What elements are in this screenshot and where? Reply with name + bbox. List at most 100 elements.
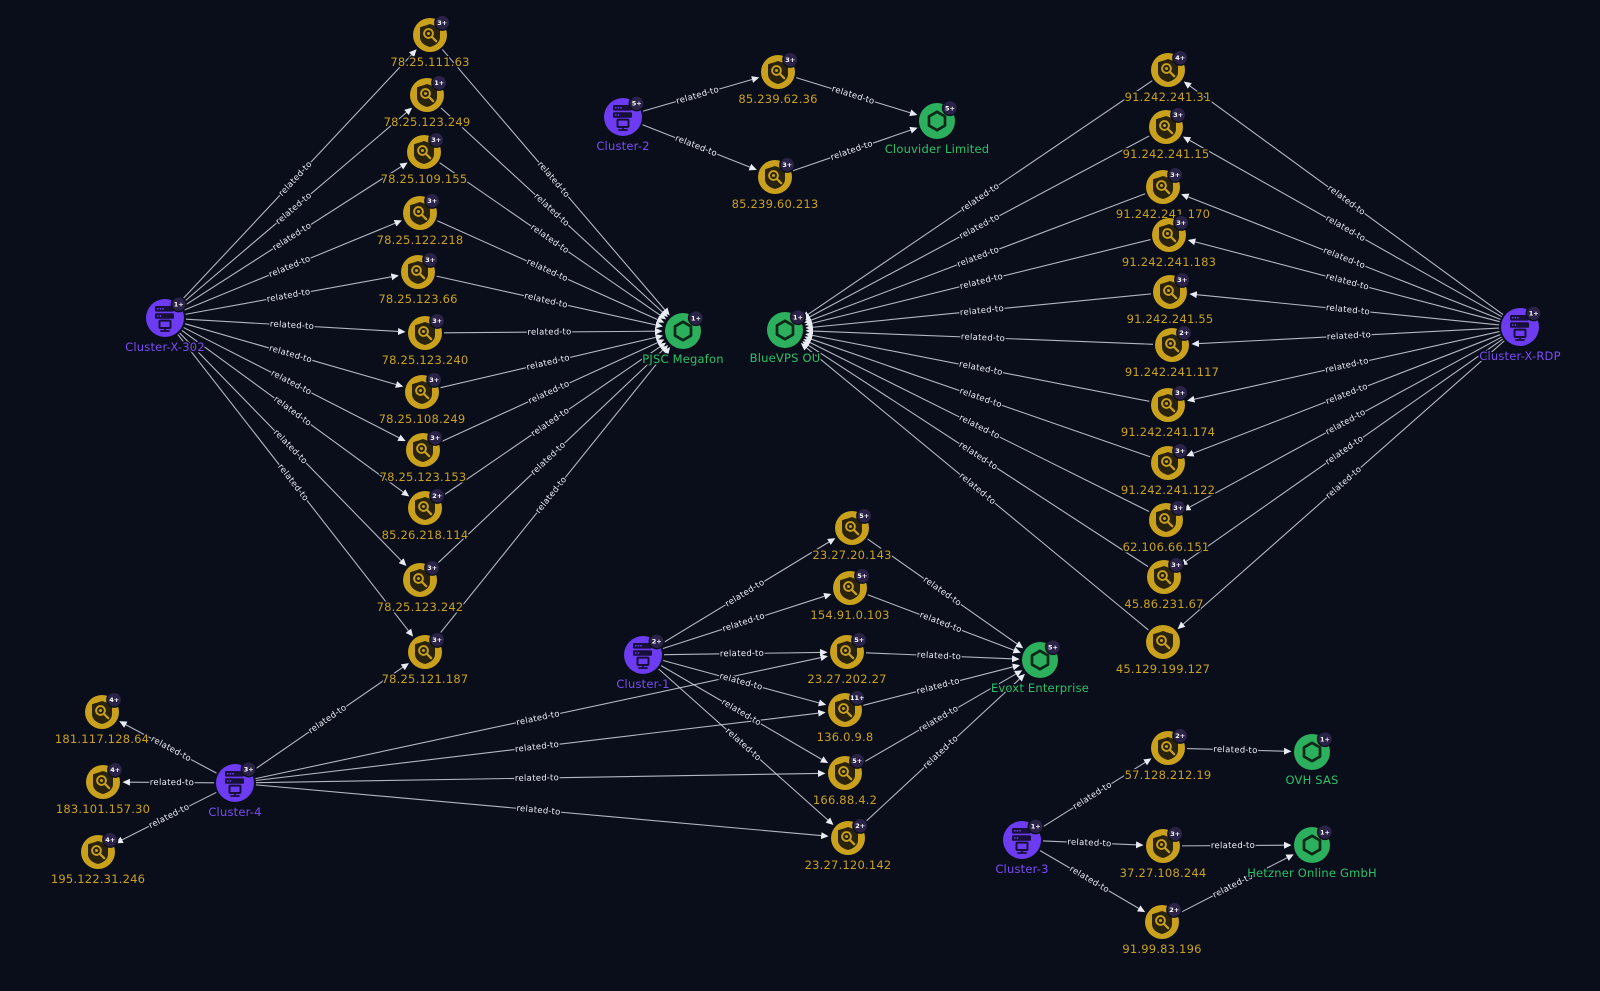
- node-label: Cluster-4: [208, 805, 261, 819]
- node-d2[interactable]: 3+ 37.27.108.244: [1118, 825, 1208, 882]
- svg-text:3+: 3+: [427, 197, 437, 205]
- edge-line-c4-b3: [115, 791, 217, 844]
- node-label: 23.27.120.142: [805, 858, 892, 872]
- node-badge: 5+: [854, 567, 871, 584]
- node-t2[interactable]: 3+ 85.239.60.213: [730, 156, 820, 213]
- node-hetz[interactable]: 1+ Hetzner Online GmbH: [1246, 823, 1378, 882]
- node-clou[interactable]: 5+ Clouvider Limited: [883, 99, 991, 158]
- node-r10[interactable]: 3+ 45.86.231.67: [1123, 556, 1205, 613]
- node-r7[interactable]: 3+ 91.242.241.174: [1119, 384, 1216, 441]
- node-b1[interactable]: 4+ 181.117.128.64: [53, 691, 150, 748]
- node-ovh[interactable]: 1+ OVH SAS: [1284, 730, 1340, 789]
- edge-label: related to: [527, 327, 571, 337]
- node-blue[interactable]: 1+ BlueVPS OU: [748, 308, 822, 367]
- node-d3[interactable]: 2+ 91.99.83.196: [1121, 901, 1203, 958]
- search-shield-icon: [1156, 116, 1176, 139]
- node-t1[interactable]: 3+ 85.239.62.36: [737, 51, 819, 108]
- node-badge: 4+: [107, 761, 124, 778]
- search-shield-icon: [1153, 631, 1173, 654]
- node-crdp[interactable]: 1+ Cluster-X-RDP: [1478, 305, 1562, 365]
- edge-label: related to: [515, 709, 560, 728]
- edge-line-c4-m4: [255, 709, 826, 782]
- svg-text:3+: 3+: [1171, 561, 1181, 569]
- edge-label: related to: [675, 85, 720, 107]
- node-m1[interactable]: 5+ 23.27.20.143: [811, 507, 893, 564]
- svg-text:5+: 5+: [1048, 643, 1058, 651]
- edge-label: related to: [918, 610, 963, 635]
- node-r6[interactable]: 2+ 91.242.241.117: [1123, 324, 1220, 381]
- search-shield-icon: [1153, 835, 1173, 858]
- svg-text:4+: 4+: [110, 766, 120, 774]
- node-c302[interactable]: 1+ Cluster-X-302: [124, 296, 206, 356]
- node-label: Clouvider Limited: [885, 142, 990, 156]
- infrastructure-server-icon: [155, 306, 174, 332]
- edge-line-c4-b2: [122, 778, 215, 786]
- node-l7[interactable]: 3+ 78.25.108.249: [377, 371, 467, 428]
- node-r1[interactable]: 4+ 91.242.241.31: [1123, 49, 1213, 106]
- edge-line-c3-d3: [1039, 850, 1146, 913]
- node-label: 91.242.241.55: [1127, 312, 1214, 326]
- node-l2[interactable]: 1+ 78.25.123.249: [382, 74, 472, 131]
- search-shield-icon: [88, 841, 108, 864]
- node-r4[interactable]: 3+ 91.242.241.183: [1120, 214, 1217, 271]
- edge-label: related to: [723, 726, 763, 763]
- node-evoxt[interactable]: 5+ Evoxt Enterprise: [989, 638, 1090, 697]
- svg-text:3+: 3+: [1175, 447, 1185, 455]
- edge-line-c4-m5: [255, 769, 826, 784]
- node-r2[interactable]: 3+ 91.242.241.15: [1121, 106, 1211, 163]
- edge-line-crdp-r10: [1179, 338, 1504, 566]
- node-m2[interactable]: 5+ 154.91.0.103: [809, 567, 891, 624]
- node-r11[interactable]: 45.129.199.127: [1114, 625, 1211, 678]
- node-m5[interactable]: 5+ 166.88.4.2: [811, 752, 878, 809]
- node-m3[interactable]: 5+ 23.27.202.27: [806, 631, 888, 688]
- node-c2[interactable]: 5+ Cluster-2: [595, 95, 651, 155]
- node-l5[interactable]: 3+ 78.25.123.66: [377, 251, 459, 308]
- edge-line-d2-hetz: [1181, 841, 1292, 849]
- node-m4[interactable]: 11+ 136.0.9.8: [815, 689, 875, 746]
- node-label: 78.25.111.63: [390, 55, 469, 69]
- node-b3[interactable]: 4+ 195.122.31.246: [49, 831, 146, 888]
- edge-label: related to: [271, 395, 313, 429]
- node-r5[interactable]: 3+ 91.242.241.55: [1125, 271, 1215, 328]
- search-shield-icon: [765, 166, 785, 189]
- edge-line-c302-l1: [178, 49, 417, 304]
- svg-text:1+: 1+: [1031, 823, 1041, 831]
- edge-line-l1-mega: [441, 49, 670, 316]
- node-c3[interactable]: 1+ Cluster-3: [994, 818, 1050, 878]
- svg-text:11+: 11+: [850, 694, 865, 702]
- node-c4[interactable]: 3+ Cluster-4: [207, 761, 263, 821]
- organization-hexagon-icon: [775, 319, 795, 341]
- edge-line-c302-l8: [183, 327, 406, 442]
- svg-text:2+: 2+: [432, 492, 442, 500]
- node-mega[interactable]: 1+ PJSC Megafon: [641, 309, 725, 368]
- edge-label: related to: [529, 406, 571, 439]
- search-shield-icon: [415, 641, 435, 664]
- node-l11[interactable]: 3+ 78.25.121.187: [380, 631, 470, 688]
- node-l1[interactable]: 3+ 78.25.111.63: [389, 14, 471, 71]
- node-b2[interactable]: 4+ 183.101.157.30: [54, 761, 151, 818]
- edge-label: related to: [268, 254, 313, 280]
- svg-text:1+: 1+: [1529, 310, 1539, 318]
- edge-line-c1-m2: [662, 592, 832, 650]
- node-d1[interactable]: 2+ 57.128.212.19: [1123, 727, 1213, 784]
- svg-text:4+: 4+: [105, 836, 115, 844]
- svg-text:3+: 3+: [1173, 111, 1183, 119]
- node-l4[interactable]: 3+ 78.25.122.218: [375, 192, 465, 249]
- node-l10[interactable]: 3+ 78.25.123.242: [375, 559, 465, 616]
- node-badge: 3+: [434, 14, 451, 31]
- node-badge: 3+: [1172, 384, 1189, 401]
- node-c1[interactable]: 2+ Cluster-1: [615, 633, 671, 693]
- node-l8[interactable]: 3+ 78.25.123.153: [378, 429, 468, 486]
- node-r3[interactable]: 3+ 91.242.241.170: [1114, 166, 1211, 223]
- node-l9[interactable]: 2+ 85.26.218.114: [380, 487, 470, 544]
- node-badge: 3+: [782, 51, 799, 68]
- node-r9[interactable]: 3+ 62.106.66.151: [1121, 499, 1211, 556]
- node-m6[interactable]: 2+ 23.27.120.142: [803, 817, 893, 874]
- node-l6[interactable]: 3+ 78.25.123.240: [380, 312, 470, 369]
- node-l3[interactable]: 3+ 78.25.109.155: [379, 131, 469, 188]
- node-label: 23.27.20.143: [812, 548, 891, 562]
- edge-label: related to: [830, 84, 875, 107]
- node-r8[interactable]: 3+ 91.242.241.122: [1119, 442, 1216, 499]
